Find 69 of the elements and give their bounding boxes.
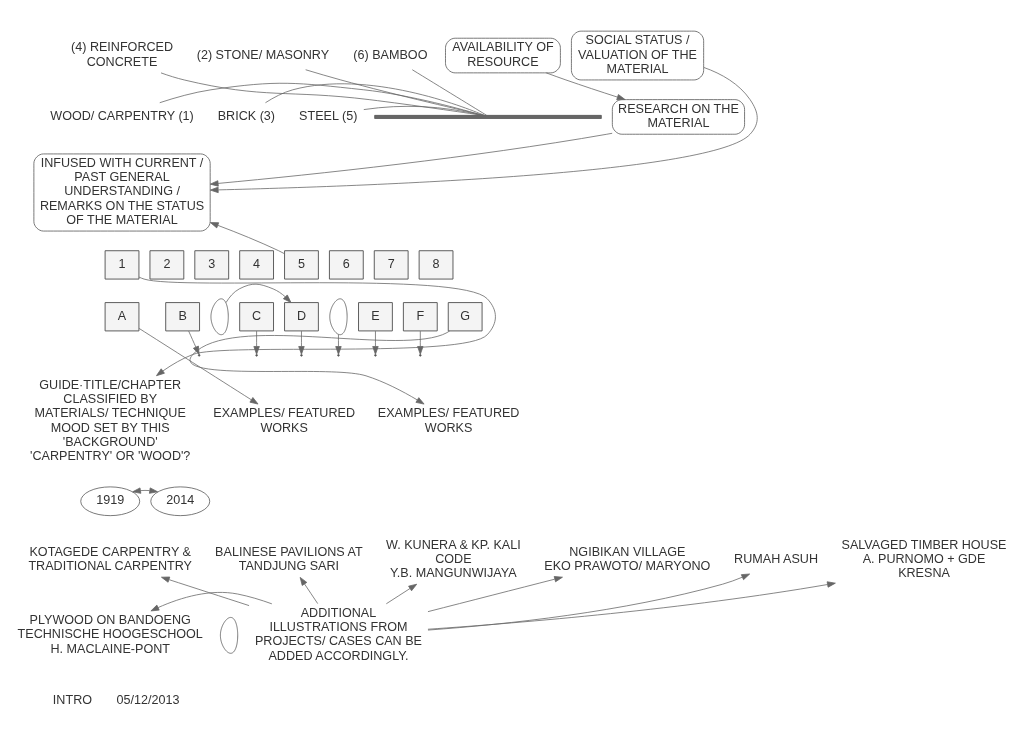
node-box: INFUSED WITH CURRENT / PAST GENERAL UNDERSTANDING / REMARKS ON THE STATUS OF THE MATERIAL — [33, 153, 211, 231]
arrow — [138, 327, 259, 404]
node-text: SALVAGED TIMBER HOUSE A. PURNOMO + GDE KRESNA — [841, 537, 1007, 580]
arrow — [545, 71, 626, 100]
arrow — [209, 221, 285, 254]
connector — [159, 82, 483, 116]
node-text: KOTAGEDE CARPENTRY & TRADITIONAL CARPENTRY — [28, 544, 192, 573]
node-box: C — [239, 301, 274, 331]
node-box: 2 — [149, 249, 185, 280]
arrow — [209, 66, 758, 193]
connector — [411, 68, 487, 116]
arrow — [385, 583, 418, 604]
node-text: STEEL (5) — [299, 108, 358, 123]
node-text: EXAMPLES/ FEATURED WORKS — [377, 405, 520, 435]
arrow — [427, 573, 751, 630]
arrow — [372, 330, 379, 355]
node-text: GUIDE·TITLE/CHAPTER CLASSIFIED BY MATERIALS/ TECHNIQUE MOOD SET BY THIS 'BACKGROUND' 'CARPENTRY' OR 'WOOD'? — [30, 377, 191, 463]
node-text: BALINESE PAVILIONS AT TANDJUNG SARI — [215, 544, 363, 573]
node-box: A — [104, 301, 140, 331]
node-box: E — [358, 301, 393, 331]
node-box: AVAILABILITY OF RESOURCE — [445, 37, 561, 73]
node-text: BRICK (3) — [217, 108, 276, 123]
node-text: RUMAH ASUH — [734, 551, 818, 566]
connector — [160, 72, 483, 116]
node-text: (2) STONE/ MASONRY — [196, 47, 330, 62]
node-text: NGIBIKAN VILLAGE EKO PRAWOTO/ MARYONO — [544, 544, 711, 573]
node-box: 4 — [239, 249, 274, 280]
node-box: B — [165, 301, 200, 331]
node-box: 3 — [194, 249, 230, 280]
node-box: 5 — [284, 249, 319, 280]
node-box: 8 — [418, 249, 454, 280]
connector — [305, 68, 485, 116]
arrow — [188, 330, 200, 355]
arrow — [225, 283, 292, 303]
node-text: W. KUNERA & KP. KALI CODE Y.B. MANGUNWIJAYA — [386, 537, 521, 580]
connector — [265, 83, 485, 116]
arrow — [335, 333, 342, 355]
node-box: G — [447, 301, 483, 331]
arrow — [298, 330, 305, 355]
arrow — [138, 276, 496, 376]
node-box: 6 — [328, 249, 364, 280]
node-box: F — [402, 301, 438, 331]
node-text: (4) REINFORCED CONCRETE — [71, 39, 174, 69]
node-text: (6) BAMBOO — [353, 47, 428, 62]
node-bar — [374, 114, 602, 119]
node-person — [210, 297, 229, 335]
node-box: RESEARCH ON THE MATERIAL — [611, 98, 745, 135]
arrow — [253, 330, 260, 355]
arrow — [299, 576, 319, 604]
node-box: 1 — [104, 249, 140, 280]
arrow — [427, 580, 836, 630]
arrow — [209, 132, 613, 187]
node-box: D — [284, 301, 319, 331]
arrow — [417, 330, 424, 355]
node-text: ADDITIONAL ILLUSTRATIONS FROM PROJECTS/ CASES CAN BE ADDED ACCORDINGLY. — [254, 605, 422, 663]
arrow — [132, 487, 158, 494]
node-text: PLYWOOD ON BANDOENG TECHNISCHE HOOGESCHOOL H. MACLAINE-PONT — [17, 612, 203, 656]
node-person — [329, 297, 348, 335]
arrow — [427, 575, 563, 612]
node-text: WOOD/ CARPENTRY (1) — [50, 108, 194, 123]
node-person — [220, 616, 239, 654]
arrow — [161, 576, 250, 606]
label: 05/12/2013 — [116, 692, 180, 707]
arrow — [150, 591, 273, 611]
label: INTRO — [52, 692, 93, 707]
arrow — [189, 330, 451, 404]
node-text: EXAMPLES/ FEATURED WORKS — [213, 405, 355, 435]
node-box: SOCIAL STATUS / VALUATION OF THE MATERIAL — [571, 30, 705, 80]
node-box: 7 — [373, 249, 409, 280]
